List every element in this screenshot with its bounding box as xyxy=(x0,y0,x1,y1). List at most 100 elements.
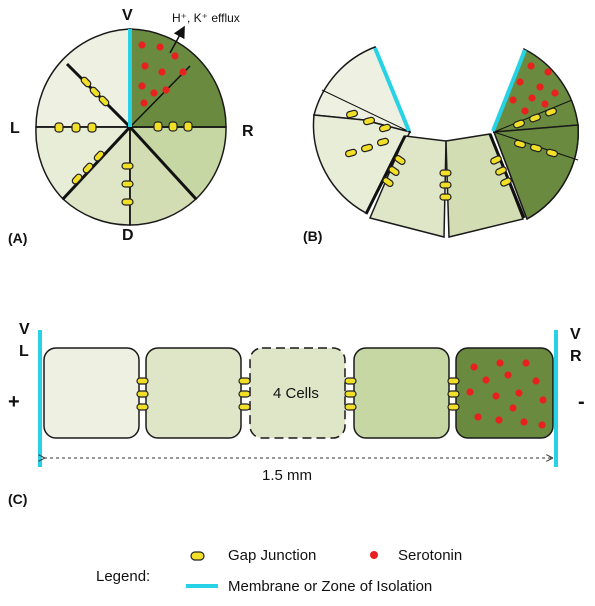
gap-junction-icon xyxy=(93,150,105,162)
gap-junction-icon xyxy=(439,181,452,189)
serotonin-cluster xyxy=(138,41,187,107)
serotonin-dot xyxy=(509,404,517,412)
serotonin-dot xyxy=(150,89,158,97)
sector-right-lower xyxy=(128,126,227,201)
partition-line xyxy=(488,133,526,219)
gap-junction-icon xyxy=(500,177,512,187)
serotonin-dot xyxy=(532,377,540,385)
partition-line xyxy=(128,125,198,201)
serotonin-dot xyxy=(528,94,536,102)
serotonin-dot xyxy=(538,421,546,429)
right-r-label: R xyxy=(570,348,582,365)
serotonin-dot xyxy=(466,388,474,396)
axis-label-l: L xyxy=(10,120,20,137)
gap-junction-icon xyxy=(394,154,406,166)
legend-serotonin-icon xyxy=(370,551,378,559)
gap-junction-icon xyxy=(378,123,392,133)
cell-4 xyxy=(353,347,450,439)
gap-junction-icon xyxy=(153,121,163,132)
partition-line xyxy=(61,125,132,201)
gap-junction-icon xyxy=(136,403,149,411)
gap-junction-icon xyxy=(545,148,559,158)
membrane-line xyxy=(491,49,527,132)
serotonin-dot xyxy=(482,376,490,384)
panel-a: V H⁺, K⁺ efflux L R D (A) xyxy=(8,7,254,246)
serotonin-dot xyxy=(521,107,529,115)
gap-junction-icon xyxy=(344,148,358,158)
piece-right-upper xyxy=(492,47,579,133)
axis-label-v: V xyxy=(122,7,133,24)
serotonin-cluster xyxy=(466,359,547,429)
efflux-arrow xyxy=(169,25,185,54)
gap-junction-icon xyxy=(344,390,357,398)
gap-junctions-b xyxy=(344,107,559,201)
gap-junction-icon xyxy=(344,403,357,411)
serotonin-dot xyxy=(179,68,187,76)
serotonin-dot xyxy=(141,62,149,70)
gap-junction-icon xyxy=(82,162,94,174)
axis-label-d: D xyxy=(122,227,134,244)
gap-junction-icon xyxy=(447,377,460,385)
serotonin-dot xyxy=(158,68,166,76)
legend: Gap Junction Serotonin Legend: Membrane … xyxy=(96,547,462,595)
gap-junction-icon xyxy=(513,139,527,149)
serotonin-dot xyxy=(509,96,517,104)
serotonin-dot xyxy=(140,99,148,107)
panel-label-b: (B) xyxy=(303,228,322,244)
gap-junction-icon xyxy=(136,377,149,385)
gap-junction-icon xyxy=(168,121,178,132)
gap-junction-icon xyxy=(382,176,394,188)
serotonin-dot xyxy=(520,418,528,426)
serotonin-dot xyxy=(492,392,500,400)
left-l-label: L xyxy=(19,343,29,360)
serotonin-dot xyxy=(544,68,552,76)
serotonin-dot xyxy=(516,78,524,86)
gap-junction-icon xyxy=(495,166,507,176)
piece-middle-left xyxy=(368,135,447,238)
right-v-label: V xyxy=(570,326,581,343)
serotonin-dot xyxy=(515,389,523,397)
serotonin-dot xyxy=(522,359,530,367)
scale-text: 1.5 mm xyxy=(262,467,312,484)
serotonin-dot xyxy=(474,413,482,421)
serotonin-dot xyxy=(495,416,503,424)
left-sign: + xyxy=(8,391,20,413)
serotonin-dot xyxy=(470,363,478,371)
gap-junction-icon xyxy=(439,169,452,177)
gap-junction-icon xyxy=(529,143,543,153)
legend-membrane-label: Membrane or Zone of Isolation xyxy=(228,578,432,595)
gap-junction-icon xyxy=(439,193,452,201)
serotonin-dot xyxy=(171,52,179,60)
gap-junction-icon xyxy=(71,173,83,185)
gap-junction-icon xyxy=(54,122,64,133)
gap-junctions-a xyxy=(54,76,193,206)
gap-junction-icon xyxy=(121,162,134,170)
gap-junction-icon xyxy=(238,377,251,385)
panel-b: (B) xyxy=(303,46,579,244)
gap-junction-icon xyxy=(360,143,374,153)
gap-junction-icon xyxy=(345,109,359,119)
serotonin-cluster xyxy=(509,62,559,115)
gap-junction-icon xyxy=(447,390,460,398)
serotonin-dot xyxy=(551,89,559,97)
serotonin-dot xyxy=(156,43,164,51)
panel-c: V L + V R - 4 Cells xyxy=(8,321,585,507)
gap-junction-icon xyxy=(344,377,357,385)
gap-junctions-c xyxy=(136,377,460,411)
gap-junction-icon xyxy=(388,165,400,177)
legend-title: Legend: xyxy=(96,568,150,585)
partition-line xyxy=(364,135,407,215)
partition-line xyxy=(129,65,191,128)
serotonin-dot xyxy=(138,82,146,90)
right-sign: - xyxy=(578,391,585,413)
serotonin-dot xyxy=(541,100,549,108)
left-v-label: V xyxy=(19,321,30,338)
gap-junction-icon xyxy=(490,155,502,165)
gap-junction-icon xyxy=(529,113,541,123)
serotonin-dot xyxy=(496,359,504,367)
gap-junction-icon xyxy=(121,180,134,188)
membrane-line xyxy=(373,47,411,132)
serotonin-dot xyxy=(536,83,544,91)
panel-label-c: (C) xyxy=(8,491,27,507)
